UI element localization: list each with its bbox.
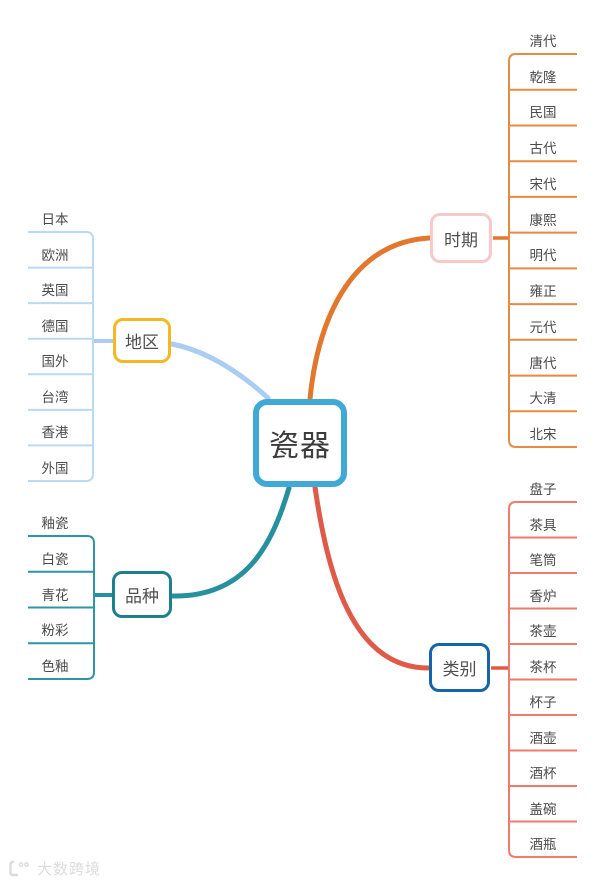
child-node-region-0[interactable]: 日本 xyxy=(41,212,69,227)
child-node-category-1[interactable]: 茶具 xyxy=(529,518,557,533)
child-node-category-8[interactable]: 酒杯 xyxy=(529,766,557,781)
child-node-variety-3[interactable]: 粉彩 xyxy=(41,623,69,638)
child-node-time-10[interactable]: 大清 xyxy=(529,391,557,406)
child-lines-outline xyxy=(508,53,577,448)
branch-node-time[interactable]: 时期 xyxy=(430,213,492,263)
child-node-time-3[interactable]: 古代 xyxy=(529,141,557,156)
child-node-time-7[interactable]: 雍正 xyxy=(529,284,557,299)
child-node-time-11[interactable]: 北宋 xyxy=(529,427,557,442)
child-node-category-10[interactable]: 酒瓶 xyxy=(529,837,557,852)
branch-node-variety[interactable]: 品种 xyxy=(112,571,172,618)
root-node-label: 瓷器 xyxy=(269,430,331,463)
watermark-logo-icon xyxy=(9,860,29,877)
branch-node-variety-label: 品种 xyxy=(125,587,159,606)
child-node-region-5[interactable]: 台湾 xyxy=(41,390,69,405)
child-node-variety-4[interactable]: 色釉 xyxy=(41,659,69,674)
child-node-region-1[interactable]: 欧洲 xyxy=(41,248,69,263)
child-node-region-4[interactable]: 国外 xyxy=(41,354,69,369)
watermark: 大数跨境 xyxy=(8,858,101,879)
child-node-time-8[interactable]: 元代 xyxy=(529,320,557,335)
child-node-category-4[interactable]: 茶壶 xyxy=(529,624,557,639)
child-node-variety-1[interactable]: 白瓷 xyxy=(41,552,69,567)
branch-node-category[interactable]: 类别 xyxy=(429,643,490,692)
branch-node-time-label: 时期 xyxy=(444,230,478,250)
child-node-time-6[interactable]: 明代 xyxy=(529,248,557,263)
lines-category xyxy=(508,501,577,858)
branch-node-region-label: 地区 xyxy=(125,333,159,352)
child-node-category-5[interactable]: 茶杯 xyxy=(529,660,557,675)
child-lines-outline xyxy=(28,231,94,482)
lines-region xyxy=(28,231,94,482)
lines-time xyxy=(508,53,577,448)
branch-node-region[interactable]: 地区 xyxy=(113,318,171,363)
child-node-time-1[interactable]: 乾隆 xyxy=(529,70,557,85)
branch-curve-variety xyxy=(170,485,292,599)
child-node-variety-2[interactable]: 青花 xyxy=(41,588,69,603)
child-node-category-2[interactable]: 笔筒 xyxy=(529,553,557,568)
child-node-time-5[interactable]: 康熙 xyxy=(529,213,557,228)
root-node[interactable]: 瓷器 xyxy=(253,399,347,487)
child-node-category-9[interactable]: 盖碗 xyxy=(529,802,557,817)
lines-variety xyxy=(28,535,95,680)
branch-curve-time xyxy=(307,235,432,402)
child-node-category-6[interactable]: 杯子 xyxy=(529,695,557,710)
watermark-text: 大数跨境 xyxy=(37,861,102,878)
child-node-time-0[interactable]: 清代 xyxy=(529,34,557,49)
child-node-time-9[interactable]: 唐代 xyxy=(529,356,557,371)
child-node-variety-0[interactable]: 釉瓷 xyxy=(41,516,69,531)
branch-curve-region xyxy=(169,341,271,401)
child-node-time-2[interactable]: 民国 xyxy=(529,105,557,120)
child-node-time-4[interactable]: 宋代 xyxy=(529,177,557,192)
child-node-category-7[interactable]: 酒壶 xyxy=(529,731,557,746)
child-node-region-7[interactable]: 外国 xyxy=(41,461,69,476)
branch-curve-category xyxy=(312,484,431,671)
child-node-category-3[interactable]: 香炉 xyxy=(529,589,557,604)
child-node-region-6[interactable]: 香港 xyxy=(41,425,69,440)
child-node-region-3[interactable]: 德国 xyxy=(41,319,69,334)
branch-node-category-label: 类别 xyxy=(442,660,477,679)
child-node-region-2[interactable]: 英国 xyxy=(41,283,69,298)
child-node-category-0[interactable]: 盘子 xyxy=(529,482,557,497)
